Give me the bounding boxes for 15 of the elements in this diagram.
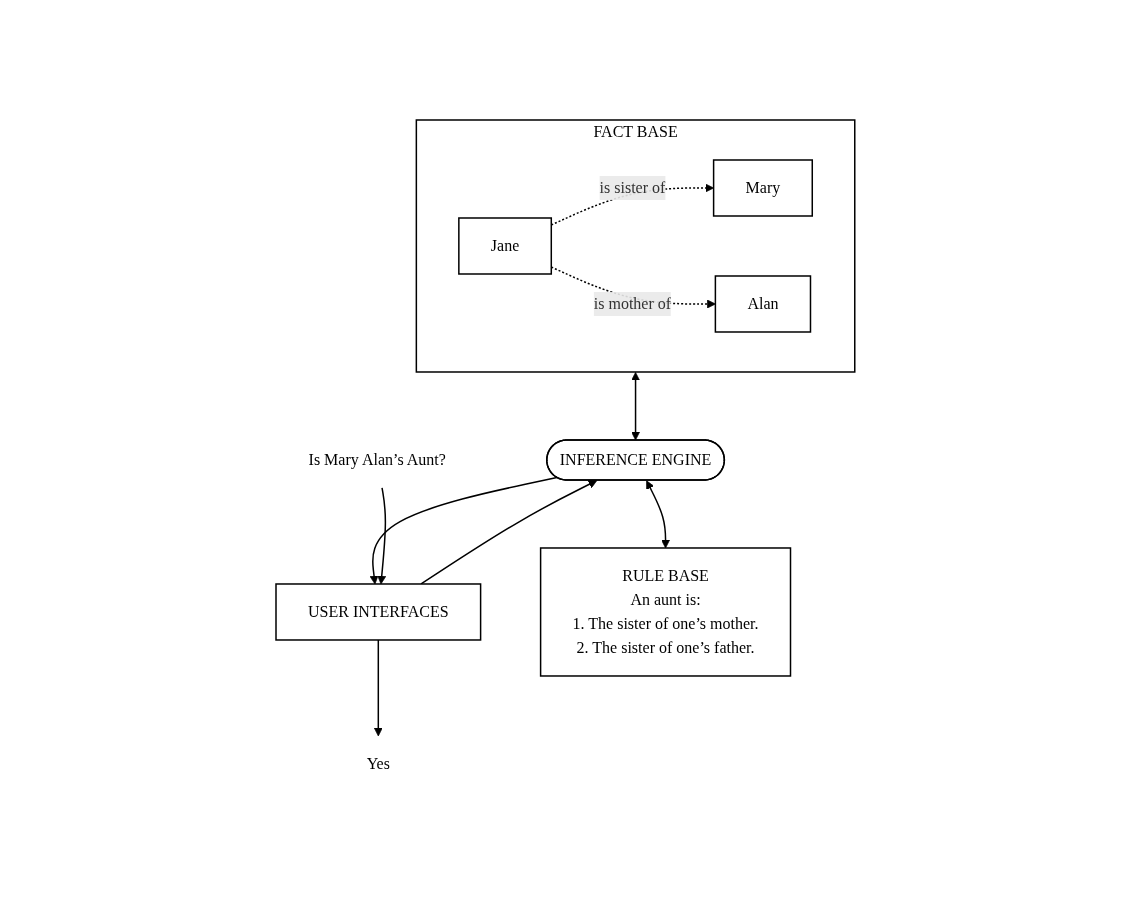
- arrow: [377, 486, 387, 584]
- arrow: [420, 479, 598, 585]
- node-box: Alan: [714, 274, 812, 333]
- node-box: Mary: [712, 158, 814, 217]
- edge-label: is sister of: [599, 178, 666, 196]
- edge-label: is mother of: [593, 294, 672, 312]
- arrow: [374, 638, 383, 736]
- node-box: RULE BASE An aunt is: 1. The sister of one’s mother. 2. The sister of one’s father.: [539, 546, 792, 677]
- arrow: [646, 479, 671, 548]
- node-text: Yes: [366, 754, 391, 772]
- arrow: [369, 476, 558, 584]
- node-box: Jane: [458, 216, 553, 275]
- node-text: Is Mary Alan’s Aunt?: [308, 450, 446, 468]
- arrow: [631, 371, 641, 440]
- node-box: USER INTERFACES: [275, 582, 482, 641]
